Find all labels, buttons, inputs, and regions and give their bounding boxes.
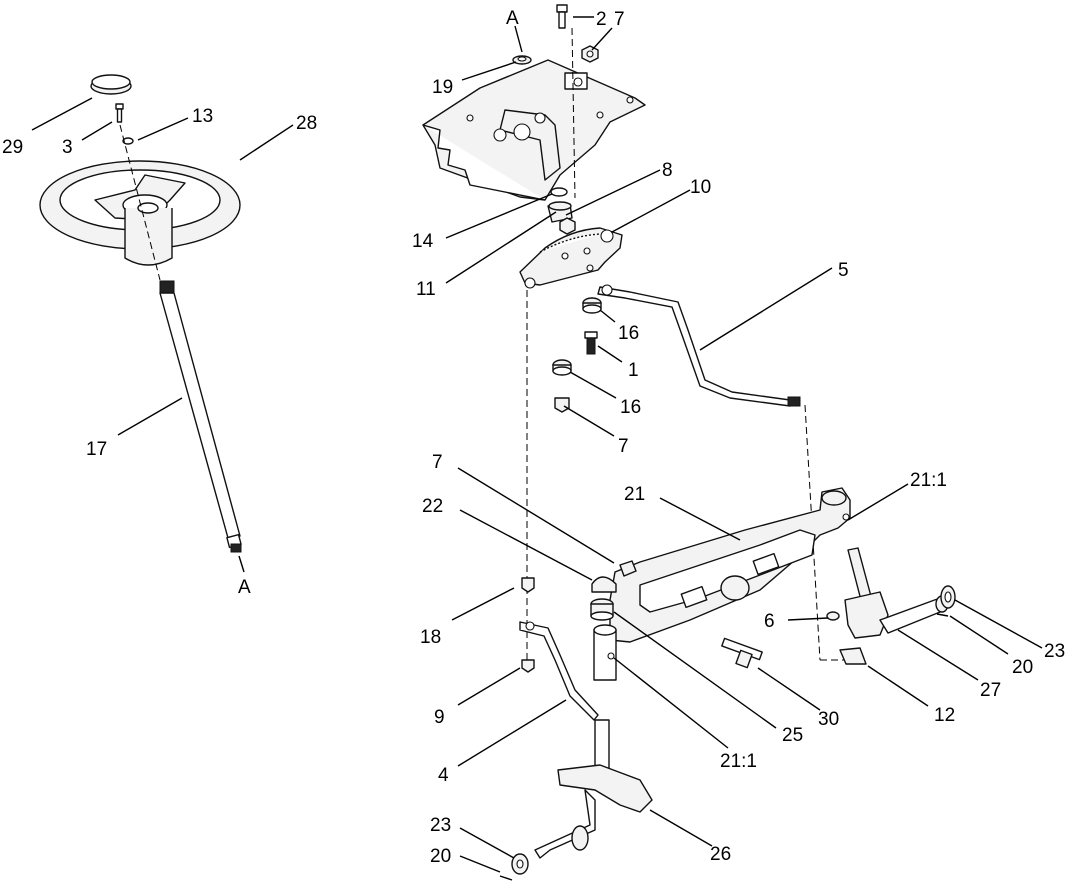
nut-7-low: [619, 560, 637, 577]
steering-shaft: [159, 280, 242, 553]
callout-23-right: 23: [1044, 641, 1065, 662]
bushing-lower-16: [552, 359, 572, 376]
leader-lines: [31, 16, 1043, 873]
shoulder-bolt: [584, 331, 598, 355]
callout-7-top: 7: [614, 9, 625, 30]
callout-28: 28: [296, 113, 317, 134]
right-hub-washer: [940, 585, 956, 609]
callout-16-b: 16: [620, 397, 641, 418]
callout-4: 4: [438, 765, 449, 786]
steering-wheel: [39, 160, 241, 266]
left-cotter-pin: [499, 875, 513, 881]
callout-25: 25: [782, 725, 803, 746]
callout-6: 6: [764, 611, 775, 632]
top-bolt: [556, 4, 568, 29]
pivot-bolt: [721, 637, 763, 669]
steering-support-plate: [422, 59, 646, 201]
callout-11: 11: [416, 279, 436, 300]
callout-26: 26: [710, 844, 731, 865]
dust-cap-22: [591, 576, 617, 593]
callout-10: 10: [690, 177, 711, 198]
callout-21: 21: [624, 484, 645, 505]
callout-2: 2: [596, 9, 607, 30]
left-spindle-arm: [519, 621, 599, 721]
callout-8: 8: [662, 160, 673, 181]
callout-a-bottom: A: [238, 577, 251, 598]
callout-20-right: 20: [1012, 657, 1033, 678]
right-cotter-pin: [936, 613, 949, 617]
callout-12: 12: [934, 705, 955, 726]
sector-gear: [519, 227, 623, 289]
callout-1: 1: [628, 360, 639, 381]
bushing-25: [590, 598, 614, 621]
callout-7-mid: 7: [618, 436, 629, 457]
wheel-axis-dashed: [119, 124, 161, 281]
bushing-upper-16: [582, 297, 602, 314]
callout-13: 13: [192, 106, 213, 127]
callout-20-left: 20: [430, 846, 451, 867]
steering-wheel-washer: [122, 137, 134, 145]
callout-3: 3: [62, 137, 73, 158]
callout-29: 29: [2, 137, 23, 158]
callout-30: 30: [818, 709, 839, 730]
steering-wheel-bolt: [115, 103, 124, 123]
left-spindle: [534, 624, 653, 859]
callout-21-1-left: 21:1: [720, 751, 757, 772]
callout-19: 19: [432, 77, 453, 98]
callout-labels: A 2 7 19 29 3 13 28 8 10 14 11 5 16 1 16…: [2, 8, 1065, 867]
sector-axis-dashed: [571, 27, 576, 199]
callout-16-a: 16: [618, 323, 639, 344]
callout-18: 18: [420, 627, 441, 648]
callout-a-top: A: [506, 8, 519, 29]
drag-link: [597, 284, 801, 407]
top-bushing-19: [512, 55, 532, 65]
callout-27: 27: [980, 680, 1001, 701]
pinion-gear: [547, 201, 573, 223]
callout-9: 9: [434, 707, 445, 728]
top-nut: [581, 45, 599, 63]
right-spindle: [826, 547, 949, 665]
callout-5: 5: [838, 260, 849, 281]
steering-wheel-cap: [90, 74, 132, 95]
nut-7-mid: [554, 397, 570, 413]
front-axle: [609, 487, 851, 643]
nut-8: [559, 217, 576, 235]
callout-22: 22: [422, 496, 443, 517]
callout-21-1-right: 21:1: [910, 470, 947, 491]
callout-14: 14: [412, 231, 434, 252]
callout-7-low: 7: [432, 452, 443, 473]
nut-18: [521, 577, 535, 593]
callout-17: 17: [86, 439, 107, 460]
left-hub-washer: [511, 853, 529, 875]
washer-14: [550, 187, 568, 197]
callout-23-left: 23: [430, 815, 451, 836]
nut-9: [521, 659, 535, 673]
